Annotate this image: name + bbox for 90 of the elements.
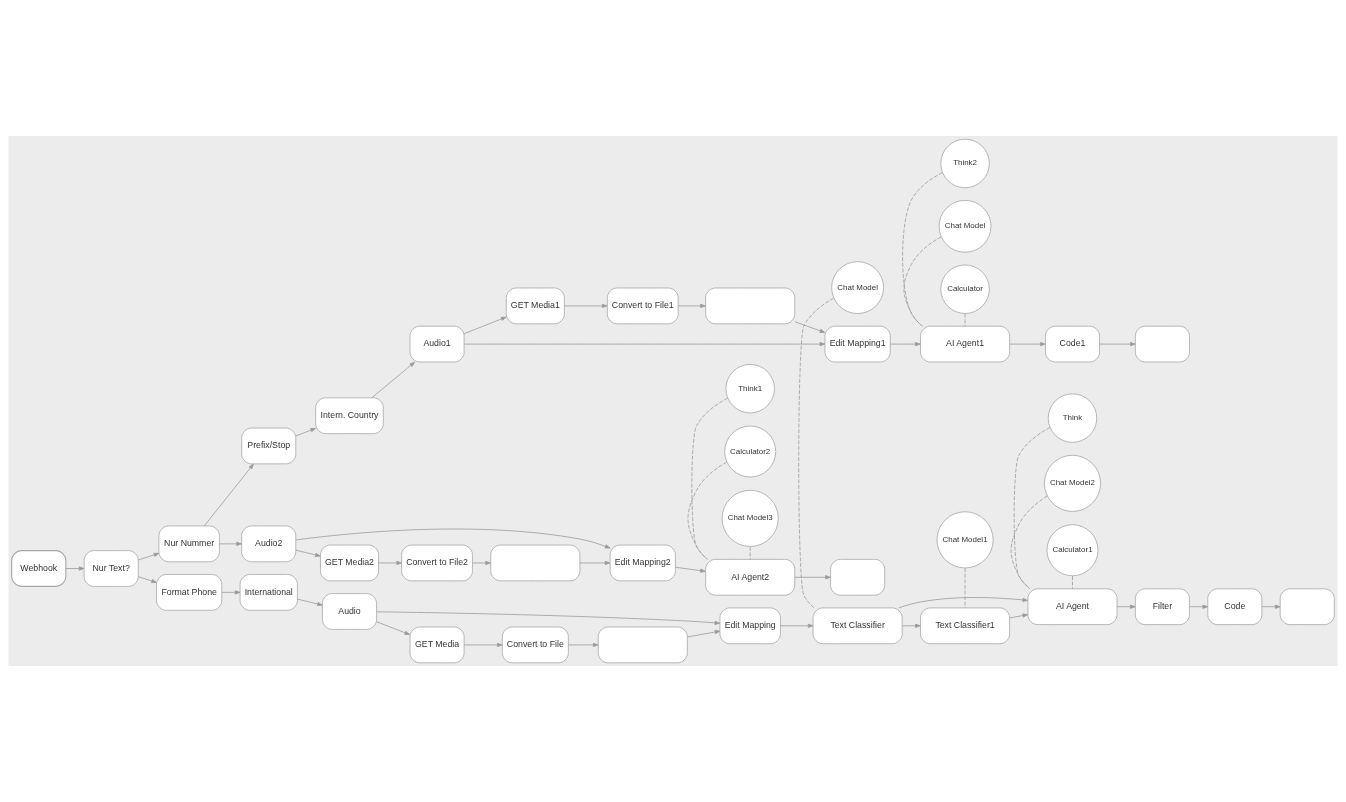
node-circle: Chat Model3 — [721, 489, 779, 547]
node-circle: Think1 — [725, 364, 775, 414]
connector — [1013, 427, 1051, 590]
arrow — [579, 560, 611, 565]
node-circle: Calculator — [940, 264, 990, 314]
node-box: Code1 — [1045, 325, 1100, 363]
node-box — [705, 287, 796, 325]
connector — [798, 297, 834, 609]
node-box: AI Agent1 — [920, 325, 1010, 363]
arrow — [564, 303, 608, 308]
arrow — [219, 541, 242, 546]
node-box: AI Agent — [1027, 588, 1118, 625]
arrow — [378, 560, 402, 565]
node-box: Webhook — [11, 550, 67, 587]
arrow — [221, 590, 241, 595]
node-box: GET Media2 — [320, 544, 379, 582]
connector — [749, 546, 751, 560]
node-box: Intern. Country — [315, 397, 384, 435]
arrow — [568, 642, 599, 647]
arrow — [794, 321, 826, 333]
arrow — [902, 623, 921, 628]
node-box: Edit Mapping — [719, 607, 781, 645]
node-circle: Chat Model — [831, 261, 884, 314]
connector — [964, 313, 966, 327]
node-box — [1279, 588, 1335, 625]
node-box: Text Classifier — [812, 607, 903, 645]
connector — [1072, 575, 1073, 589]
node-box: Audio — [322, 593, 377, 630]
arrow — [677, 303, 706, 308]
node-circle: Think2 — [940, 138, 990, 189]
arrow — [295, 528, 611, 549]
node-circle: Chat Model1 — [936, 511, 994, 569]
arrow — [1189, 604, 1209, 609]
node-box: Audio1 — [409, 325, 465, 363]
arrow — [463, 342, 826, 347]
arrow — [1009, 342, 1046, 347]
node-box: Prefix/Stop — [241, 427, 297, 465]
node-box: Nur Nummer — [158, 525, 220, 563]
arrow — [295, 428, 316, 437]
arrow — [137, 552, 160, 561]
node-box: Code — [1207, 588, 1263, 625]
connector — [964, 567, 966, 609]
node-box: GET Media — [409, 626, 465, 664]
node-box — [597, 626, 688, 664]
node-box: Convert to File — [501, 626, 569, 664]
arrow — [675, 566, 706, 573]
node-box: Filter — [1134, 588, 1190, 625]
node-circle: Calculator1 — [1046, 524, 1099, 577]
arrow — [65, 566, 85, 571]
arrow — [1009, 613, 1029, 619]
connector — [903, 236, 942, 327]
arrow — [794, 575, 831, 580]
arrow — [1099, 342, 1136, 347]
arrow — [687, 629, 721, 638]
arrow — [376, 621, 411, 635]
node-box: Edit Mapping2 — [609, 544, 676, 582]
arrow — [463, 642, 503, 647]
node-box: Audio2 — [241, 525, 297, 563]
arrow — [203, 463, 254, 527]
arrow — [780, 623, 814, 628]
node-circle: Calculator2 — [724, 425, 777, 478]
arrow — [898, 597, 1029, 609]
node-box: Text Classifier1 — [920, 607, 1010, 645]
node-circle: Think — [1047, 393, 1098, 443]
node-box: Convert to File2 — [401, 544, 473, 582]
node-box — [490, 544, 581, 582]
arrow — [463, 316, 507, 335]
node-box: GET Media1 — [505, 287, 565, 325]
arrow — [472, 560, 491, 565]
connector — [691, 397, 728, 560]
node-circle: Chat Model — [938, 200, 992, 253]
arrow — [295, 549, 321, 557]
node-box — [830, 558, 886, 596]
connector — [687, 461, 728, 560]
arrow — [297, 598, 323, 607]
node-box: Format Phone — [156, 574, 223, 611]
arrow — [1261, 604, 1281, 609]
arrow — [137, 576, 157, 583]
node-box: Convert to File1 — [606, 287, 679, 325]
connector — [902, 172, 943, 327]
node-circle: Chat Model2 — [1044, 454, 1101, 512]
arrow — [371, 361, 415, 399]
arrow — [890, 342, 921, 347]
arrow — [1116, 604, 1136, 609]
node-box: Edit Mapping1 — [824, 325, 891, 363]
node-box: Nur Text? — [83, 550, 139, 587]
arrow — [376, 611, 721, 625]
node-box: AI Agent2 — [705, 558, 796, 596]
node-box: International — [239, 574, 298, 611]
node-box — [1134, 325, 1190, 363]
